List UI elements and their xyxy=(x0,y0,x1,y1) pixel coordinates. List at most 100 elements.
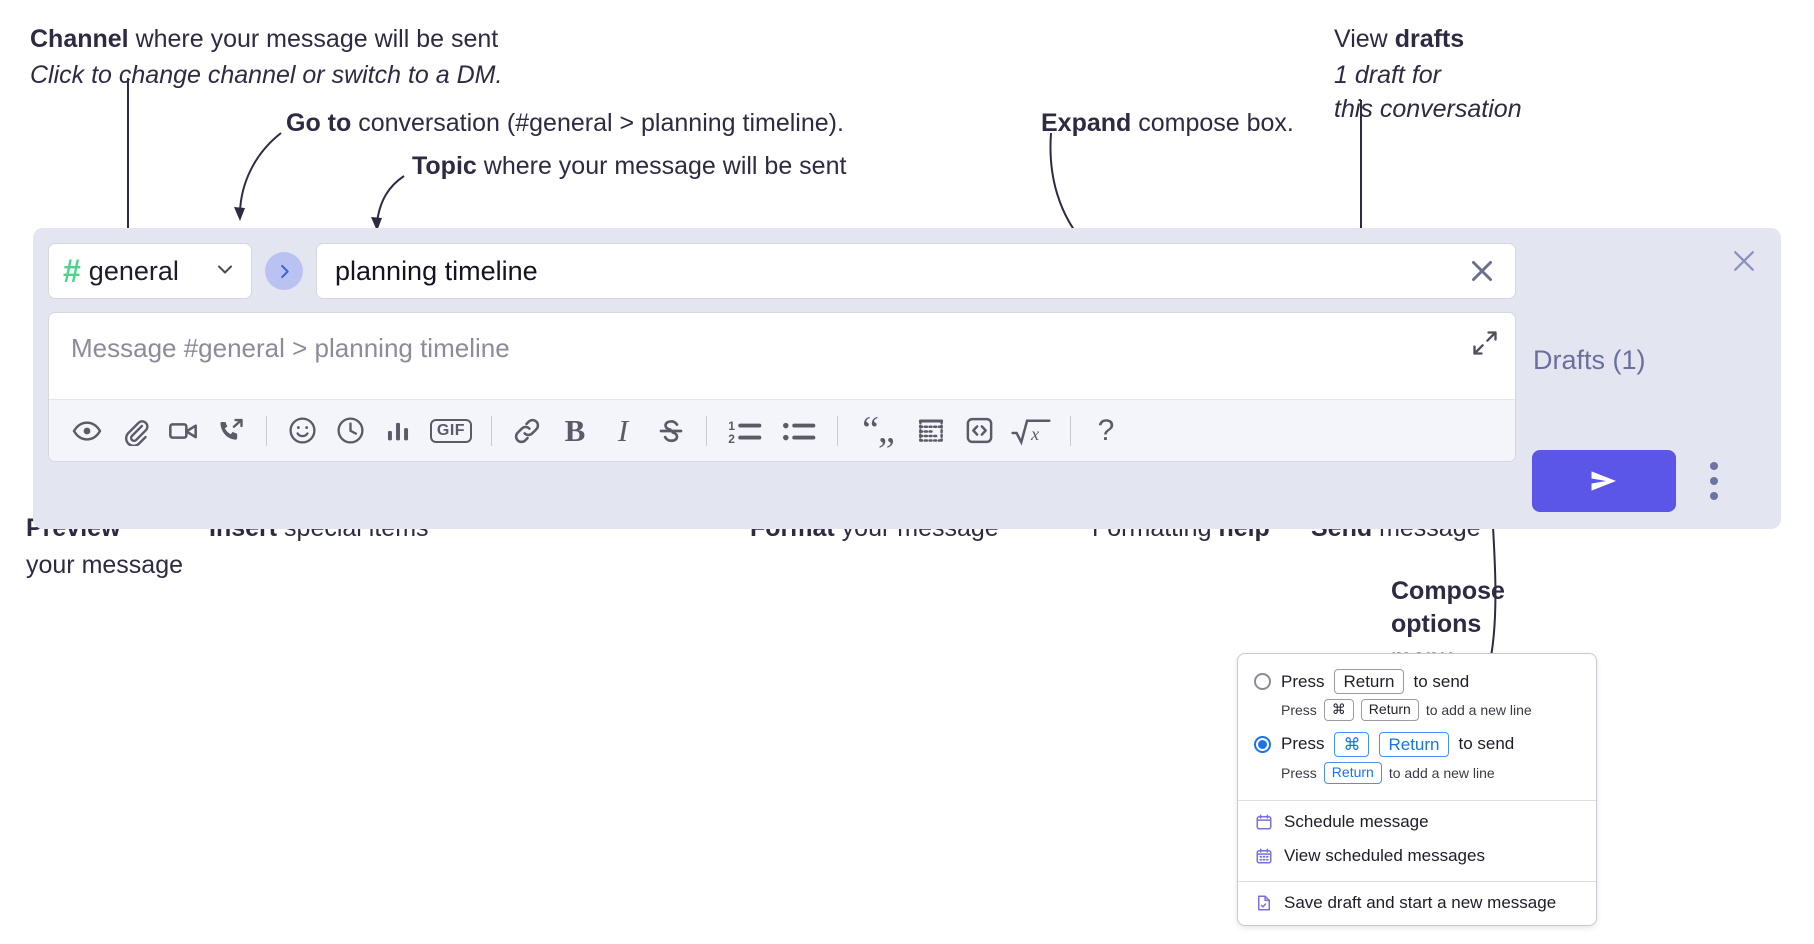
menu-option-cmd-return-to-send[interactable]: Press ⌘ Return to send xyxy=(1238,729,1596,760)
video-icon[interactable] xyxy=(159,407,207,455)
attachment-icon[interactable] xyxy=(111,407,159,455)
strikethrough-icon[interactable] xyxy=(647,407,695,455)
annotation-channel-line2: Click to change channel or switch to a D… xyxy=(30,61,503,89)
compose-options-button[interactable] xyxy=(1700,452,1728,510)
annotation-compose-options-line2: options xyxy=(1391,610,1482,639)
italic-label: I xyxy=(617,412,629,448)
separator xyxy=(837,415,838,446)
menu-option-return-to-send[interactable]: Press Return to send xyxy=(1238,666,1596,697)
send-button[interactable] xyxy=(1532,450,1676,512)
math-icon[interactable]: x xyxy=(1003,407,1059,455)
menu-item-label: Schedule message xyxy=(1284,811,1429,831)
option2-sub-pre: Press xyxy=(1281,764,1317,781)
code-block-icon[interactable] xyxy=(907,407,955,455)
clock-icon[interactable] xyxy=(326,407,374,455)
annotation-drafts: View drafts 1 draft for this conversatio… xyxy=(1334,23,1522,125)
menu-divider xyxy=(1238,799,1596,801)
close-icon xyxy=(1472,261,1492,281)
radio-button[interactable] xyxy=(1254,673,1271,691)
close-icon xyxy=(1734,251,1754,271)
gif-icon[interactable]: GIF xyxy=(422,407,480,455)
help-label: ? xyxy=(1097,413,1115,447)
expand-icon xyxy=(1473,331,1497,355)
svg-text:1: 1 xyxy=(728,418,735,432)
topic-input[interactable]: planning timeline xyxy=(316,243,1516,299)
send-icon xyxy=(1591,471,1617,491)
kebab-menu-icon xyxy=(1710,462,1718,470)
channel-selector[interactable]: # general xyxy=(48,243,252,299)
goto-conversation-button[interactable] xyxy=(265,252,303,290)
annotation-topic-bold: Topic xyxy=(412,152,477,180)
menu-option-cmd-return-subtext: Press Return to add a new line xyxy=(1238,760,1596,792)
annotation-preview-line2: your message xyxy=(26,551,184,579)
separator xyxy=(491,415,492,446)
preview-icon[interactable] xyxy=(63,407,111,455)
annotation-expand: Expand compose box. xyxy=(1041,107,1294,139)
menu-item-label: View scheduled messages xyxy=(1284,845,1485,865)
clear-topic-button[interactable] xyxy=(1465,254,1499,288)
key-return: Return xyxy=(1360,699,1419,721)
emoji-icon[interactable] xyxy=(278,407,326,455)
compose-header-row: # general planning timeline xyxy=(48,243,1516,299)
inline-code-icon[interactable] xyxy=(955,407,1003,455)
calendar-schedule-icon xyxy=(1254,812,1273,831)
chevron-right-icon xyxy=(280,264,289,278)
close-panel-button[interactable] xyxy=(1729,246,1759,281)
expand-compose-button[interactable] xyxy=(1471,329,1499,362)
annotation-drafts-bold: drafts xyxy=(1394,25,1465,53)
topic-value: planning timeline xyxy=(335,255,538,286)
annotation-topic: Topic where your message will be sent xyxy=(412,150,846,182)
menu-item-schedule-message[interactable]: Schedule message xyxy=(1238,805,1596,839)
option1-sub-post: to add a new line xyxy=(1425,702,1532,718)
annotation-drafts-line2: 1 draft for xyxy=(1334,61,1441,89)
bold-icon[interactable]: B xyxy=(551,407,599,455)
key-return: Return xyxy=(1334,669,1404,695)
menu-item-save-draft[interactable]: Save draft and start a new message xyxy=(1238,886,1596,925)
kebab-menu-icon xyxy=(1710,492,1718,500)
compose-widget: # general planning timeline Message #gen… xyxy=(33,228,1781,529)
option2-post: to send xyxy=(1458,734,1515,754)
menu-option-return-subtext: Press ⌘ Return to add a new line xyxy=(1238,697,1596,729)
gif-label: GIF xyxy=(429,418,473,443)
link-icon[interactable] xyxy=(503,407,551,455)
annotation-drafts-pre: View xyxy=(1334,25,1395,53)
annotation-drafts-line3: this conversation xyxy=(1334,95,1522,123)
message-input[interactable]: Message #general > planning timeline xyxy=(49,313,1515,399)
annotation-expand-bold: Expand xyxy=(1041,109,1132,137)
annotation-topic-rest: where your message will be sent xyxy=(476,152,847,180)
audio-call-icon[interactable] xyxy=(207,407,255,455)
annotation-goto-rest: conversation (#general > planning timeli… xyxy=(351,109,844,137)
italic-icon[interactable]: I xyxy=(599,407,647,455)
drafts-link[interactable]: Drafts (1) xyxy=(1533,345,1646,375)
chevron-down-icon xyxy=(213,257,237,286)
hash-icon: # xyxy=(63,253,81,289)
menu-item-label: Save draft and start a new message xyxy=(1284,892,1557,912)
key-return: Return xyxy=(1379,731,1449,757)
option1-sub-pre: Press xyxy=(1281,702,1317,718)
annotation-goto: Go to conversation (#general > planning … xyxy=(286,107,844,139)
help-icon[interactable]: ? xyxy=(1082,407,1130,455)
option2-sub-post: to add a new line xyxy=(1388,764,1495,781)
bold-label: B xyxy=(564,412,586,448)
message-placeholder: Message #general > planning timeline xyxy=(71,333,510,363)
annotation-channel-rest: where your message will be sent xyxy=(128,25,499,53)
separator xyxy=(1070,415,1071,446)
annotation-channel: Channel where your message will be sent … xyxy=(30,23,502,91)
key-command: ⌘ xyxy=(1334,731,1370,757)
svg-text:2: 2 xyxy=(728,432,735,446)
option1-post: to send xyxy=(1413,671,1470,691)
annotation-channel-bold: Channel xyxy=(30,25,129,53)
menu-divider xyxy=(1238,880,1596,882)
bulleted-list-icon[interactable] xyxy=(772,407,826,455)
option1-pre: Press xyxy=(1281,671,1325,691)
message-box: Message #general > planning timeline xyxy=(48,312,1516,462)
blockquote-icon[interactable]: “„ xyxy=(849,407,907,455)
separator xyxy=(706,415,707,446)
radio-button-selected[interactable] xyxy=(1254,735,1271,753)
calendar-grid-icon xyxy=(1254,846,1273,865)
annotation-compose-options-line1: Compose xyxy=(1391,577,1505,605)
poll-icon[interactable] xyxy=(374,407,422,455)
menu-item-view-scheduled-messages[interactable]: View scheduled messages xyxy=(1238,839,1596,873)
